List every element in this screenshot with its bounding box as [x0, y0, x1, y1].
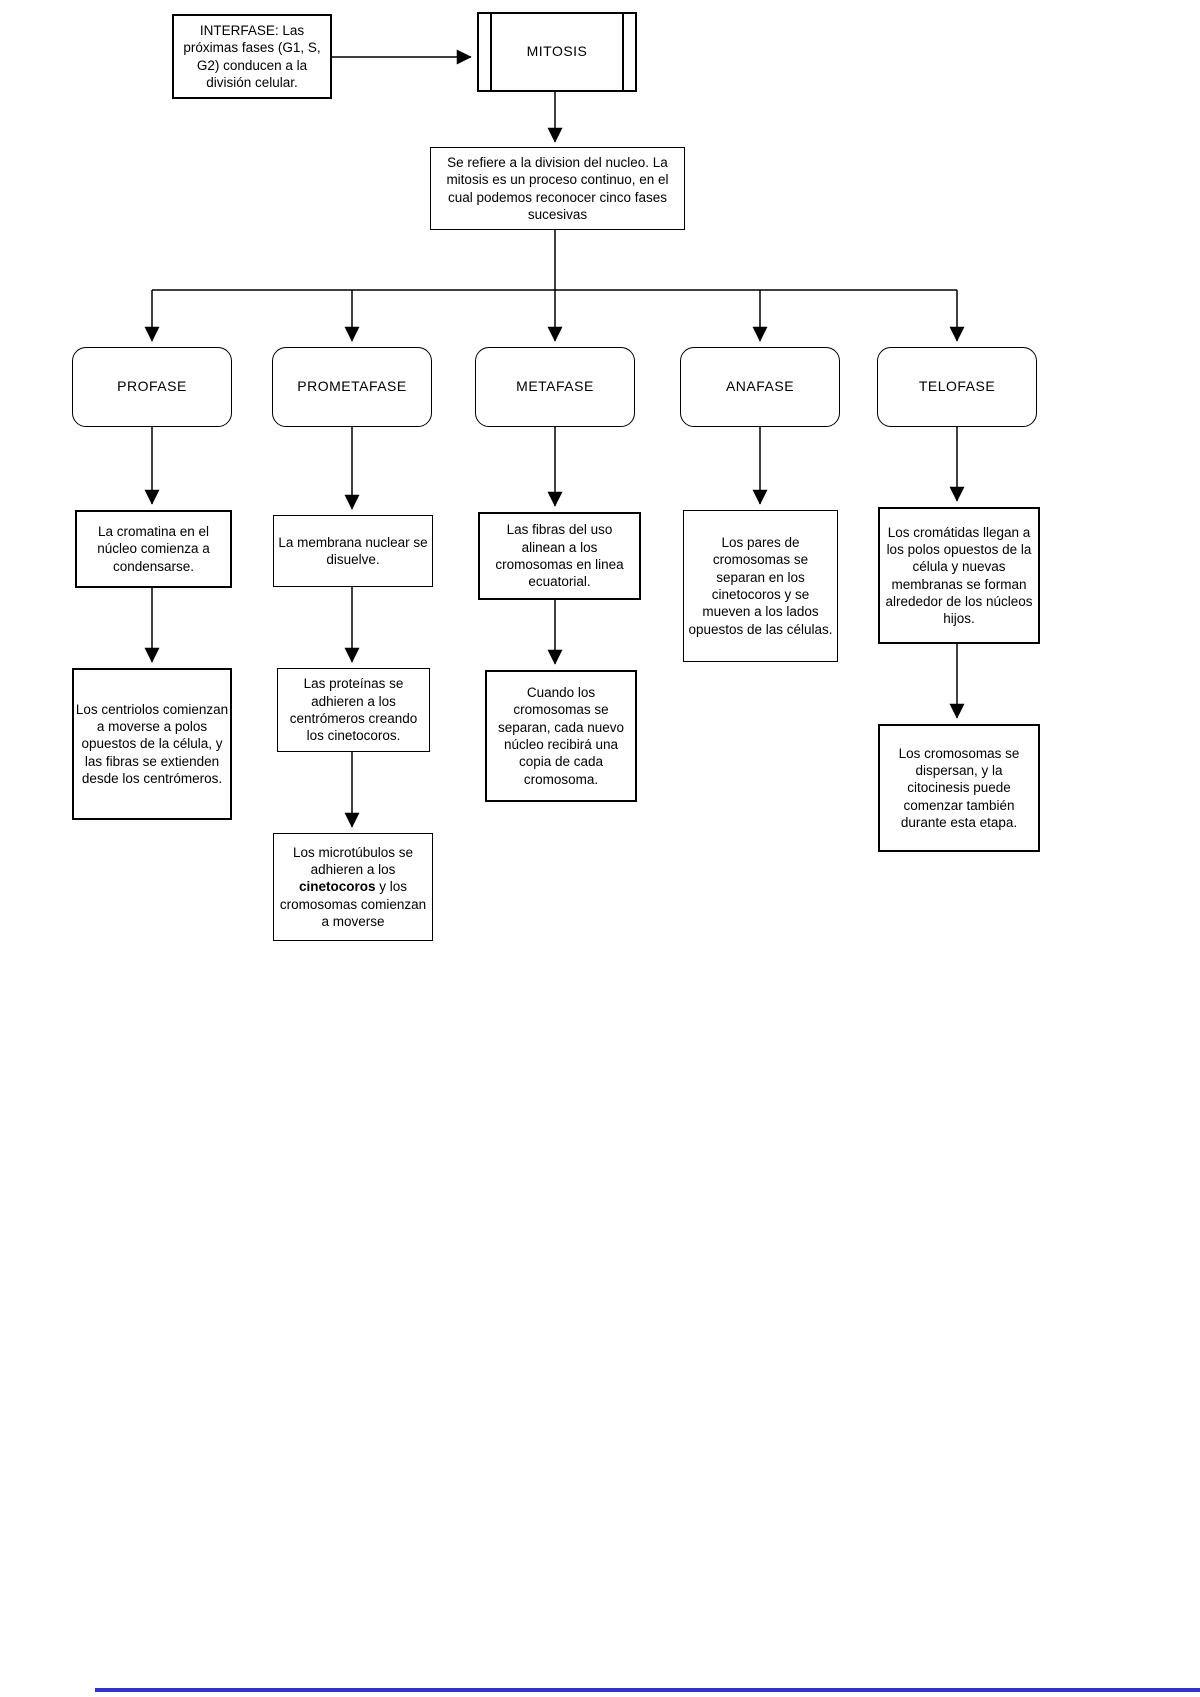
- prometafase-step-1: La membrana nuclear se disuelve.: [273, 515, 433, 587]
- mitosis-definition-box: Se refiere a la division del nucleo. La …: [430, 147, 685, 230]
- telofase-step-2: Los cromosomas se dispersan, y la citoci…: [878, 724, 1040, 852]
- phase-metafase: METAFASE: [475, 347, 635, 427]
- phase-profase: PROFASE: [72, 347, 232, 427]
- anafase-step-1: Los pares de cromosomas se separan en lo…: [683, 510, 838, 662]
- telofase-step-1: Los cromátidas llegan a los polos opuest…: [878, 507, 1040, 644]
- mitosis-process-box: MITOSIS: [477, 12, 637, 92]
- interfase-box: INTERFASE: Las próximas fases (G1, S, G2…: [172, 14, 332, 99]
- phase-telofase: TELOFASE: [877, 347, 1037, 427]
- mitosis-label: MITOSIS: [526, 43, 588, 60]
- process-right-bar: [622, 14, 624, 90]
- profase-step-1: La cromatina en el núcleo comienza a con…: [75, 510, 232, 588]
- prometafase-step-2: Las proteínas se adhieren a los centróme…: [277, 668, 430, 752]
- bottom-horizontal-rule: [95, 1688, 1200, 1692]
- phase-anafase: ANAFASE: [680, 347, 840, 427]
- phase-prometafase: PROMETAFASE: [272, 347, 432, 427]
- metafase-step-1: Las fibras del uso alinean a los cromoso…: [478, 512, 641, 600]
- prometafase-step-3: Los microtúbulos se adhieren a los cinet…: [273, 833, 433, 941]
- prometafase-step-3-text: Los microtúbulos se adhieren a los cinet…: [279, 844, 427, 929]
- process-left-bar: [490, 14, 492, 90]
- metafase-step-2: Cuando los cromosomas se separan, cada n…: [485, 670, 637, 802]
- profase-step-2: Los centriolos comienzan a moverse a pol…: [72, 668, 232, 820]
